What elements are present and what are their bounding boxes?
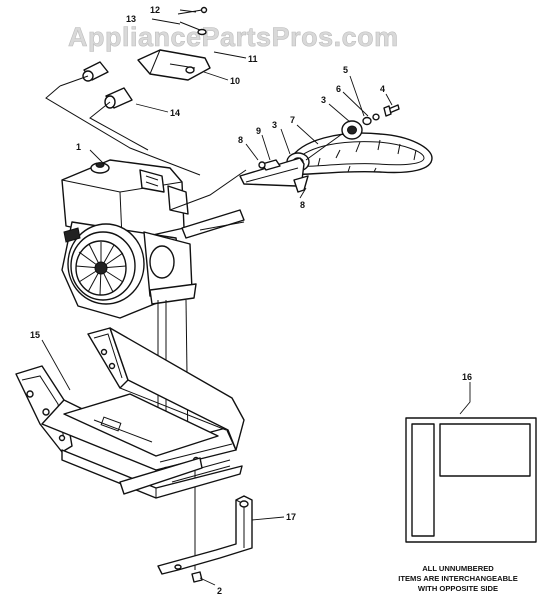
callout-numbers: 1 2 3 3 4 5 6 7 8 8 9 10 11 12 13 14 15 … [30,5,472,596]
callout-6: 6 [336,84,341,94]
watermark-text: AppliancePartsPros.com [68,22,399,52]
callout-13: 13 [126,14,136,24]
washer-small[interactable] [179,21,207,36]
engine[interactable] [61,159,245,319]
idler-bracket[interactable] [239,157,309,193]
spacer-tube[interactable] [104,87,133,109]
screw[interactable] [177,6,208,15]
note-line-3: WITH OPPOSITE SIDE [418,584,498,593]
callout-4: 4 [380,84,385,94]
callout-9: 9 [256,126,261,136]
callout-1: 1 [76,142,81,152]
bolt[interactable] [383,104,400,117]
callout-5: 5 [343,65,348,75]
callout-8-upper: 8 [238,135,243,145]
callout-3-lower: 3 [272,120,277,130]
spring-pin[interactable] [82,61,109,82]
hex-nut[interactable] [191,571,203,583]
callout-15: 15 [30,330,40,340]
interchangeable-note: ALL UNNUMBERED ITEMS ARE INTERCHANGEABLE… [398,564,518,593]
callout-11: 11 [248,54,258,64]
callout-8-lower: 8 [300,200,305,210]
note-line-2: ITEMS ARE INTERCHANGEABLE [398,574,518,583]
callout-10: 10 [230,76,240,86]
callout-7: 7 [290,115,295,125]
frame-weldment[interactable] [15,327,245,499]
callout-16: 16 [462,372,472,382]
callout-17: 17 [286,512,296,522]
pulley-idler[interactable] [341,120,363,140]
callout-3-upper: 3 [321,95,326,105]
washer[interactable] [362,113,380,126]
callout-2: 2 [217,586,222,596]
belt-guard-top[interactable] [137,49,211,81]
support-bracket[interactable] [157,495,253,575]
leader-lines [41,9,471,586]
decal-panel[interactable] [405,417,537,543]
callout-14: 14 [170,108,180,118]
note-line-1: ALL UNNUMBERED [422,564,494,573]
callout-12: 12 [150,5,160,15]
